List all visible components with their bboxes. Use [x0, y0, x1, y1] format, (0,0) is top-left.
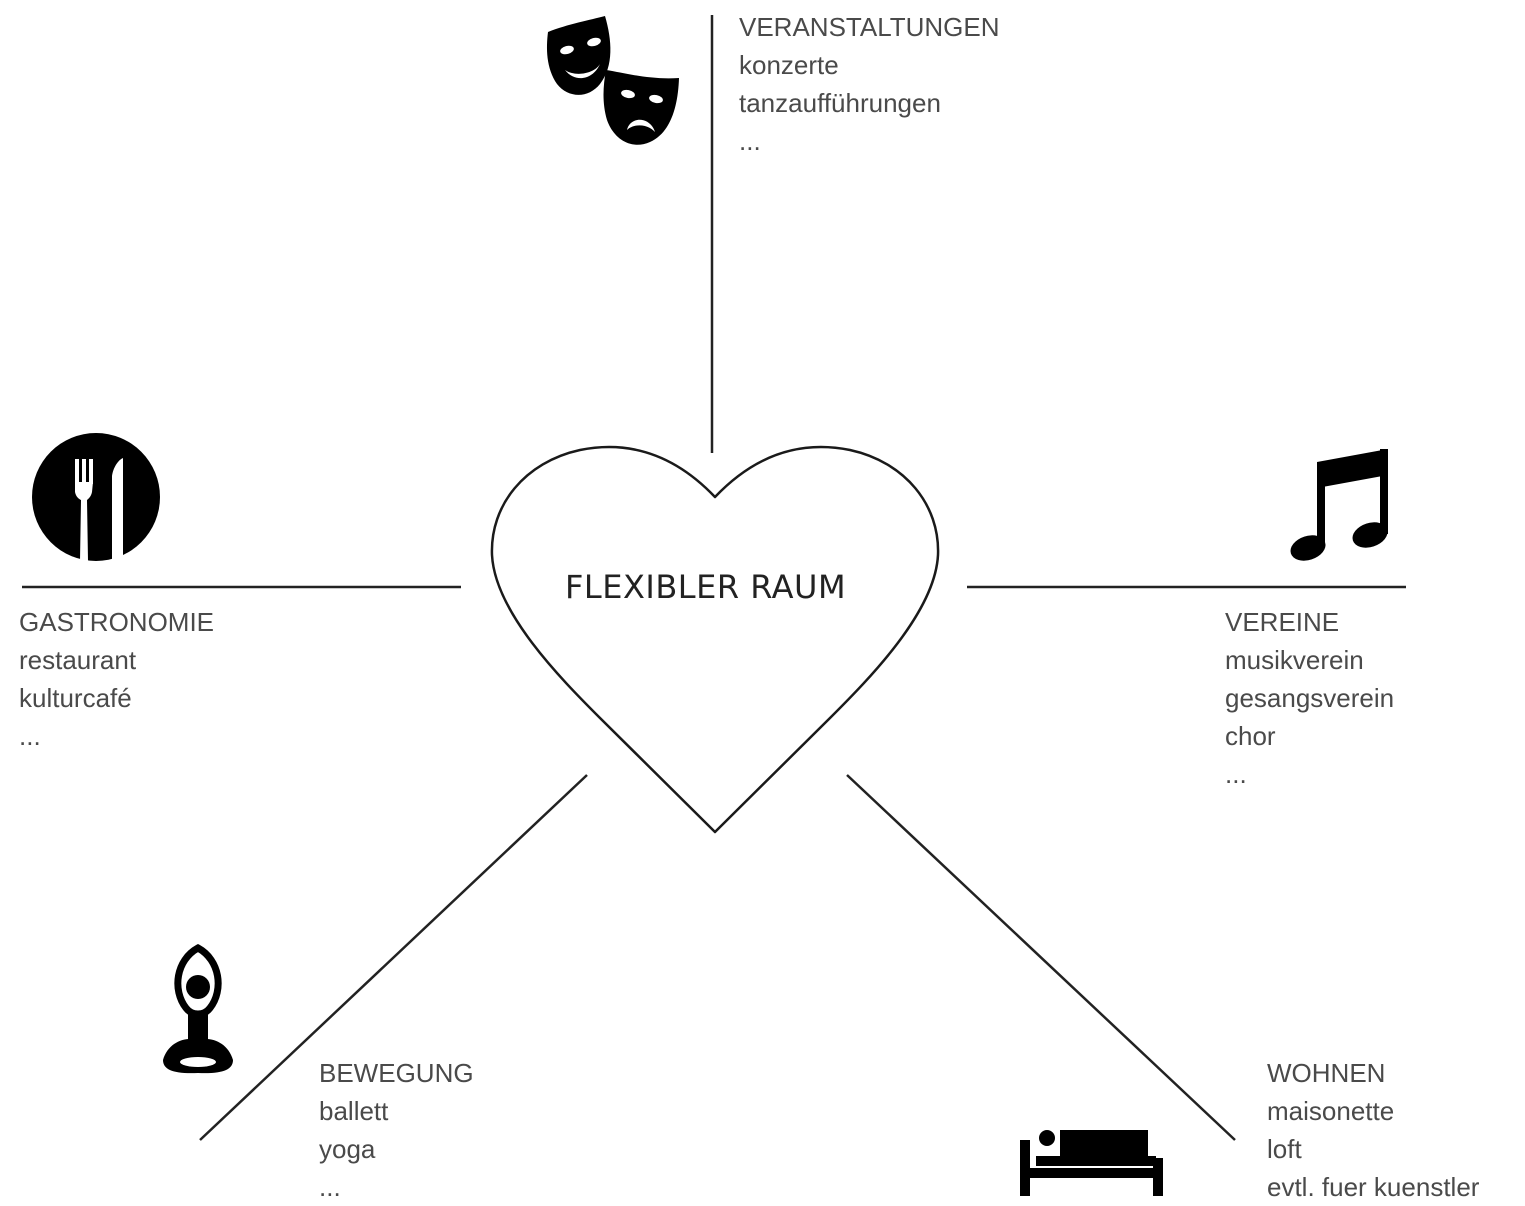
branch-vereine: VEREINE musikverein gesangsverein chor .… — [1225, 603, 1394, 793]
branch-item: restaurant — [19, 645, 137, 675]
theater-masks-icon — [546, 16, 679, 145]
branch-item: chor — [1225, 721, 1276, 751]
branch-item: konzerte — [739, 50, 839, 80]
center-label: FLEXIBLER RAUM — [565, 568, 847, 606]
branch-item: kulturcafé — [19, 683, 132, 713]
bed-icon — [1020, 1130, 1163, 1196]
branch-item: ... — [19, 721, 41, 751]
branch-item: musikverein — [1225, 645, 1364, 675]
branch-item: loft — [1267, 1134, 1302, 1164]
branch-veranstaltungen: VERANSTALTUNGEN konzerte tanzaufführunge… — [739, 8, 1000, 160]
branch-heading: VERANSTALTUNGEN — [739, 12, 1000, 42]
connector-line-bottom-right — [846, 774, 1236, 1141]
branch-item: ... — [739, 126, 761, 156]
branch-heading: BEWEGUNG — [319, 1058, 474, 1088]
branch-item: yoga — [319, 1134, 376, 1164]
branch-item: maisonette — [1267, 1096, 1395, 1126]
branch-heading: VEREINE — [1225, 607, 1340, 637]
music-note-icon — [1290, 449, 1388, 561]
branch-gastronomie: GASTRONOMIE restaurant kulturcafé ... — [19, 603, 214, 755]
fork-knife-icon — [32, 433, 160, 561]
heart-shape — [490, 445, 940, 834]
branch-bewegung: BEWEGUNG ballett yoga ... — [319, 1054, 474, 1206]
branch-item: ... — [1225, 759, 1247, 789]
branch-item: evtl. fuer kuenstler — [1267, 1172, 1480, 1202]
branch-heading: GASTRONOMIE — [19, 607, 215, 637]
branch-item: gesangsverein — [1225, 683, 1395, 713]
yoga-icon — [163, 944, 233, 1074]
branch-item: ... — [319, 1172, 341, 1202]
connector-line-bottom-left — [199, 774, 588, 1141]
branch-heading: WOHNEN — [1267, 1058, 1386, 1088]
branch-item: tanzaufführungen — [739, 88, 941, 118]
branch-wohnen: WOHNEN maisonette loft evtl. fuer kuenst… — [1267, 1054, 1479, 1206]
branch-item: ballett — [319, 1096, 389, 1126]
